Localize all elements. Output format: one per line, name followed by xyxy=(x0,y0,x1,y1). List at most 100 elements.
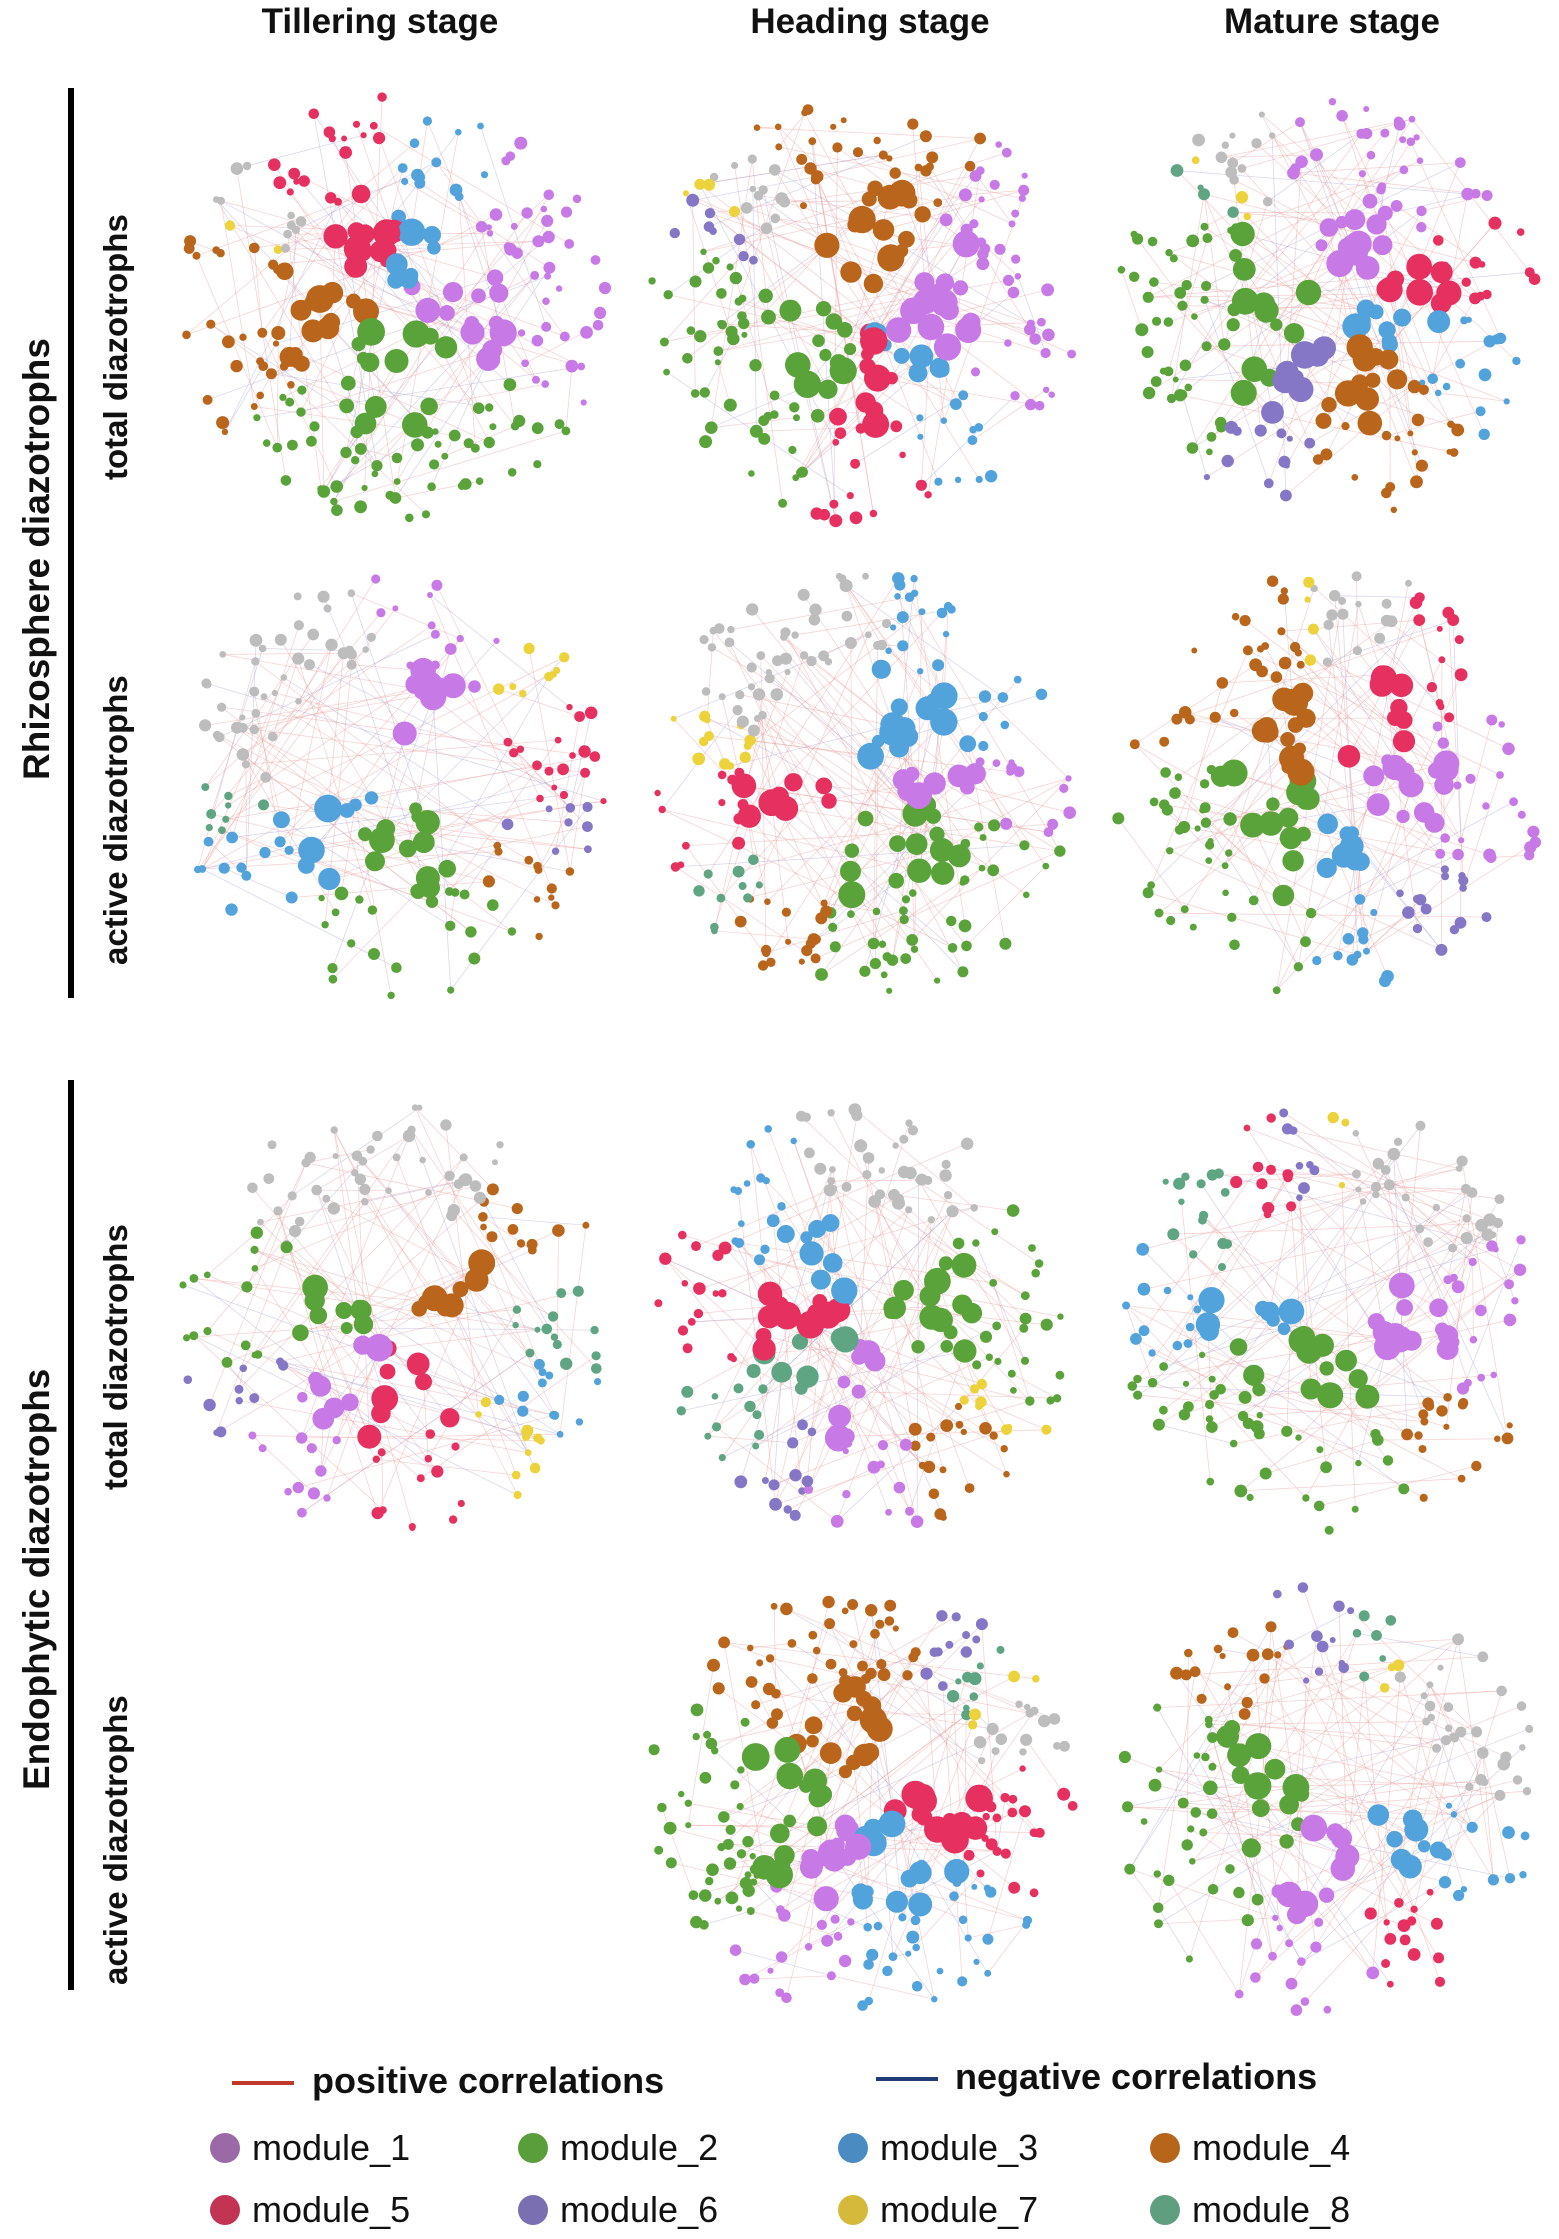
network-node-module-1 xyxy=(521,359,529,368)
network-node-gray xyxy=(1019,1748,1027,1756)
network-node-module-6 xyxy=(669,227,680,239)
correlation-edge xyxy=(432,696,571,809)
network-node-module-2 xyxy=(1283,323,1305,344)
correlation-edge xyxy=(1168,1880,1240,1995)
network-node-module-6 xyxy=(1203,474,1210,481)
correlation-edge xyxy=(786,1608,1031,1714)
network-node-module-2 xyxy=(1152,1418,1165,1431)
network-node-module-1 xyxy=(955,317,982,343)
network-node-module-6 xyxy=(1224,420,1238,434)
network-node-gray xyxy=(402,1129,416,1143)
network-node-module-1 xyxy=(958,188,972,202)
network-node-module-1 xyxy=(1509,797,1518,807)
network-node-module-1 xyxy=(468,680,481,693)
network-node-gray xyxy=(1338,596,1347,605)
correlation-edge xyxy=(751,609,916,815)
network-node-gray xyxy=(784,668,791,676)
network-node-module-1 xyxy=(1436,1338,1459,1360)
network-node-gray xyxy=(251,657,260,666)
network-node-module-8 xyxy=(590,1325,599,1335)
correlation-edge xyxy=(232,794,565,838)
network-node-module-1 xyxy=(542,297,550,305)
correlation-edge xyxy=(378,137,480,409)
network-node-module-3 xyxy=(1460,1886,1468,1893)
network-node-gray xyxy=(814,1162,827,1175)
network-node-module-2 xyxy=(1207,1732,1218,1743)
network-node-module-7 xyxy=(975,1396,987,1408)
network-node-module-1 xyxy=(1498,721,1505,728)
network-node-module-2 xyxy=(1281,1425,1293,1437)
correlation-edge xyxy=(316,1189,389,1349)
network-node-module-8 xyxy=(710,922,719,932)
network-node-module-6 xyxy=(1414,894,1427,906)
correlation-edge xyxy=(756,127,981,139)
correlation-edge xyxy=(207,1232,258,1276)
network-node-module-3 xyxy=(1427,373,1438,385)
group-label-rhizosphere: Rhizosphere diazotrophs xyxy=(16,338,57,780)
network-node-module-1 xyxy=(867,1460,881,1474)
correlation-edge xyxy=(1117,818,1186,910)
network-node-module-2 xyxy=(1201,341,1212,352)
network-node-module-3 xyxy=(203,836,214,847)
correlation-edge xyxy=(202,868,397,969)
network-node-module-5 xyxy=(371,1385,399,1412)
network-node-module-2 xyxy=(1142,887,1154,899)
network-node-module-1 xyxy=(804,1943,813,1951)
network-node-module-5 xyxy=(580,767,591,778)
network-node-module-2 xyxy=(947,943,958,953)
network-node-module-2 xyxy=(1034,1259,1044,1268)
correlation-edge xyxy=(1293,1130,1460,1169)
correlation-edge xyxy=(373,125,570,245)
network-node-module-5 xyxy=(681,1280,689,1287)
network-node-module-3 xyxy=(934,477,943,486)
correlation-edge xyxy=(1163,1328,1285,1367)
network-node-module-4 xyxy=(1242,645,1253,656)
network-node-module-6 xyxy=(582,801,593,813)
network-node-gray xyxy=(1497,1757,1510,1771)
correlation-edge xyxy=(746,207,891,259)
network-node-module-1 xyxy=(564,239,575,249)
network-node-gray xyxy=(359,1183,371,1195)
network-node-module-2 xyxy=(339,398,355,414)
network-node-module-2 xyxy=(328,974,338,984)
network-node-module-1 xyxy=(910,1515,924,1528)
correlation-edge xyxy=(1334,595,1420,598)
network-node-module-7 xyxy=(1032,1675,1040,1683)
network-node-module-4 xyxy=(548,894,555,901)
correlation-edge xyxy=(833,1188,1026,1297)
network-node-module-3 xyxy=(950,398,962,410)
network-node-module-2 xyxy=(468,952,481,965)
network-node-gray xyxy=(731,161,739,170)
correlation-edge xyxy=(1209,1787,1374,1974)
network-node-module-1 xyxy=(1477,1373,1486,1382)
network-node-module-4 xyxy=(1231,612,1240,621)
network-node-gray xyxy=(231,721,243,734)
network-node-module-2 xyxy=(758,432,771,445)
correlation-edge xyxy=(301,1352,531,1514)
correlation-edge xyxy=(333,1129,381,1352)
network-node-module-1 xyxy=(1300,1997,1310,2006)
network-node-module-2 xyxy=(1007,1369,1016,1378)
correlation-edge xyxy=(766,1180,980,1407)
network-node-module-3 xyxy=(906,1930,920,1944)
network-node-gray xyxy=(249,724,260,735)
network-node-module-2 xyxy=(657,1802,667,1813)
network-node-gray xyxy=(236,748,250,761)
correlation-edge xyxy=(987,1811,1026,1940)
correlation-edge xyxy=(854,1109,975,1209)
network-node-module-2 xyxy=(793,414,800,422)
network-node-gray xyxy=(199,719,212,732)
network-node-module-1 xyxy=(1452,848,1464,861)
network-node-module-3 xyxy=(422,116,432,126)
network-node-module-1 xyxy=(431,579,443,591)
network-node-module-2 xyxy=(699,435,713,449)
network-node-gray xyxy=(247,1182,258,1194)
network-node-module-3 xyxy=(912,1943,920,1952)
network-node-module-4 xyxy=(914,163,923,172)
network-node-module-2 xyxy=(1216,1725,1239,1748)
network-node-module-3 xyxy=(455,128,462,136)
network-node-module-5 xyxy=(1262,1202,1275,1215)
correlation-edge xyxy=(320,1179,465,1472)
network-node-module-4 xyxy=(787,1639,797,1648)
network-node-module-5 xyxy=(1029,1888,1039,1898)
